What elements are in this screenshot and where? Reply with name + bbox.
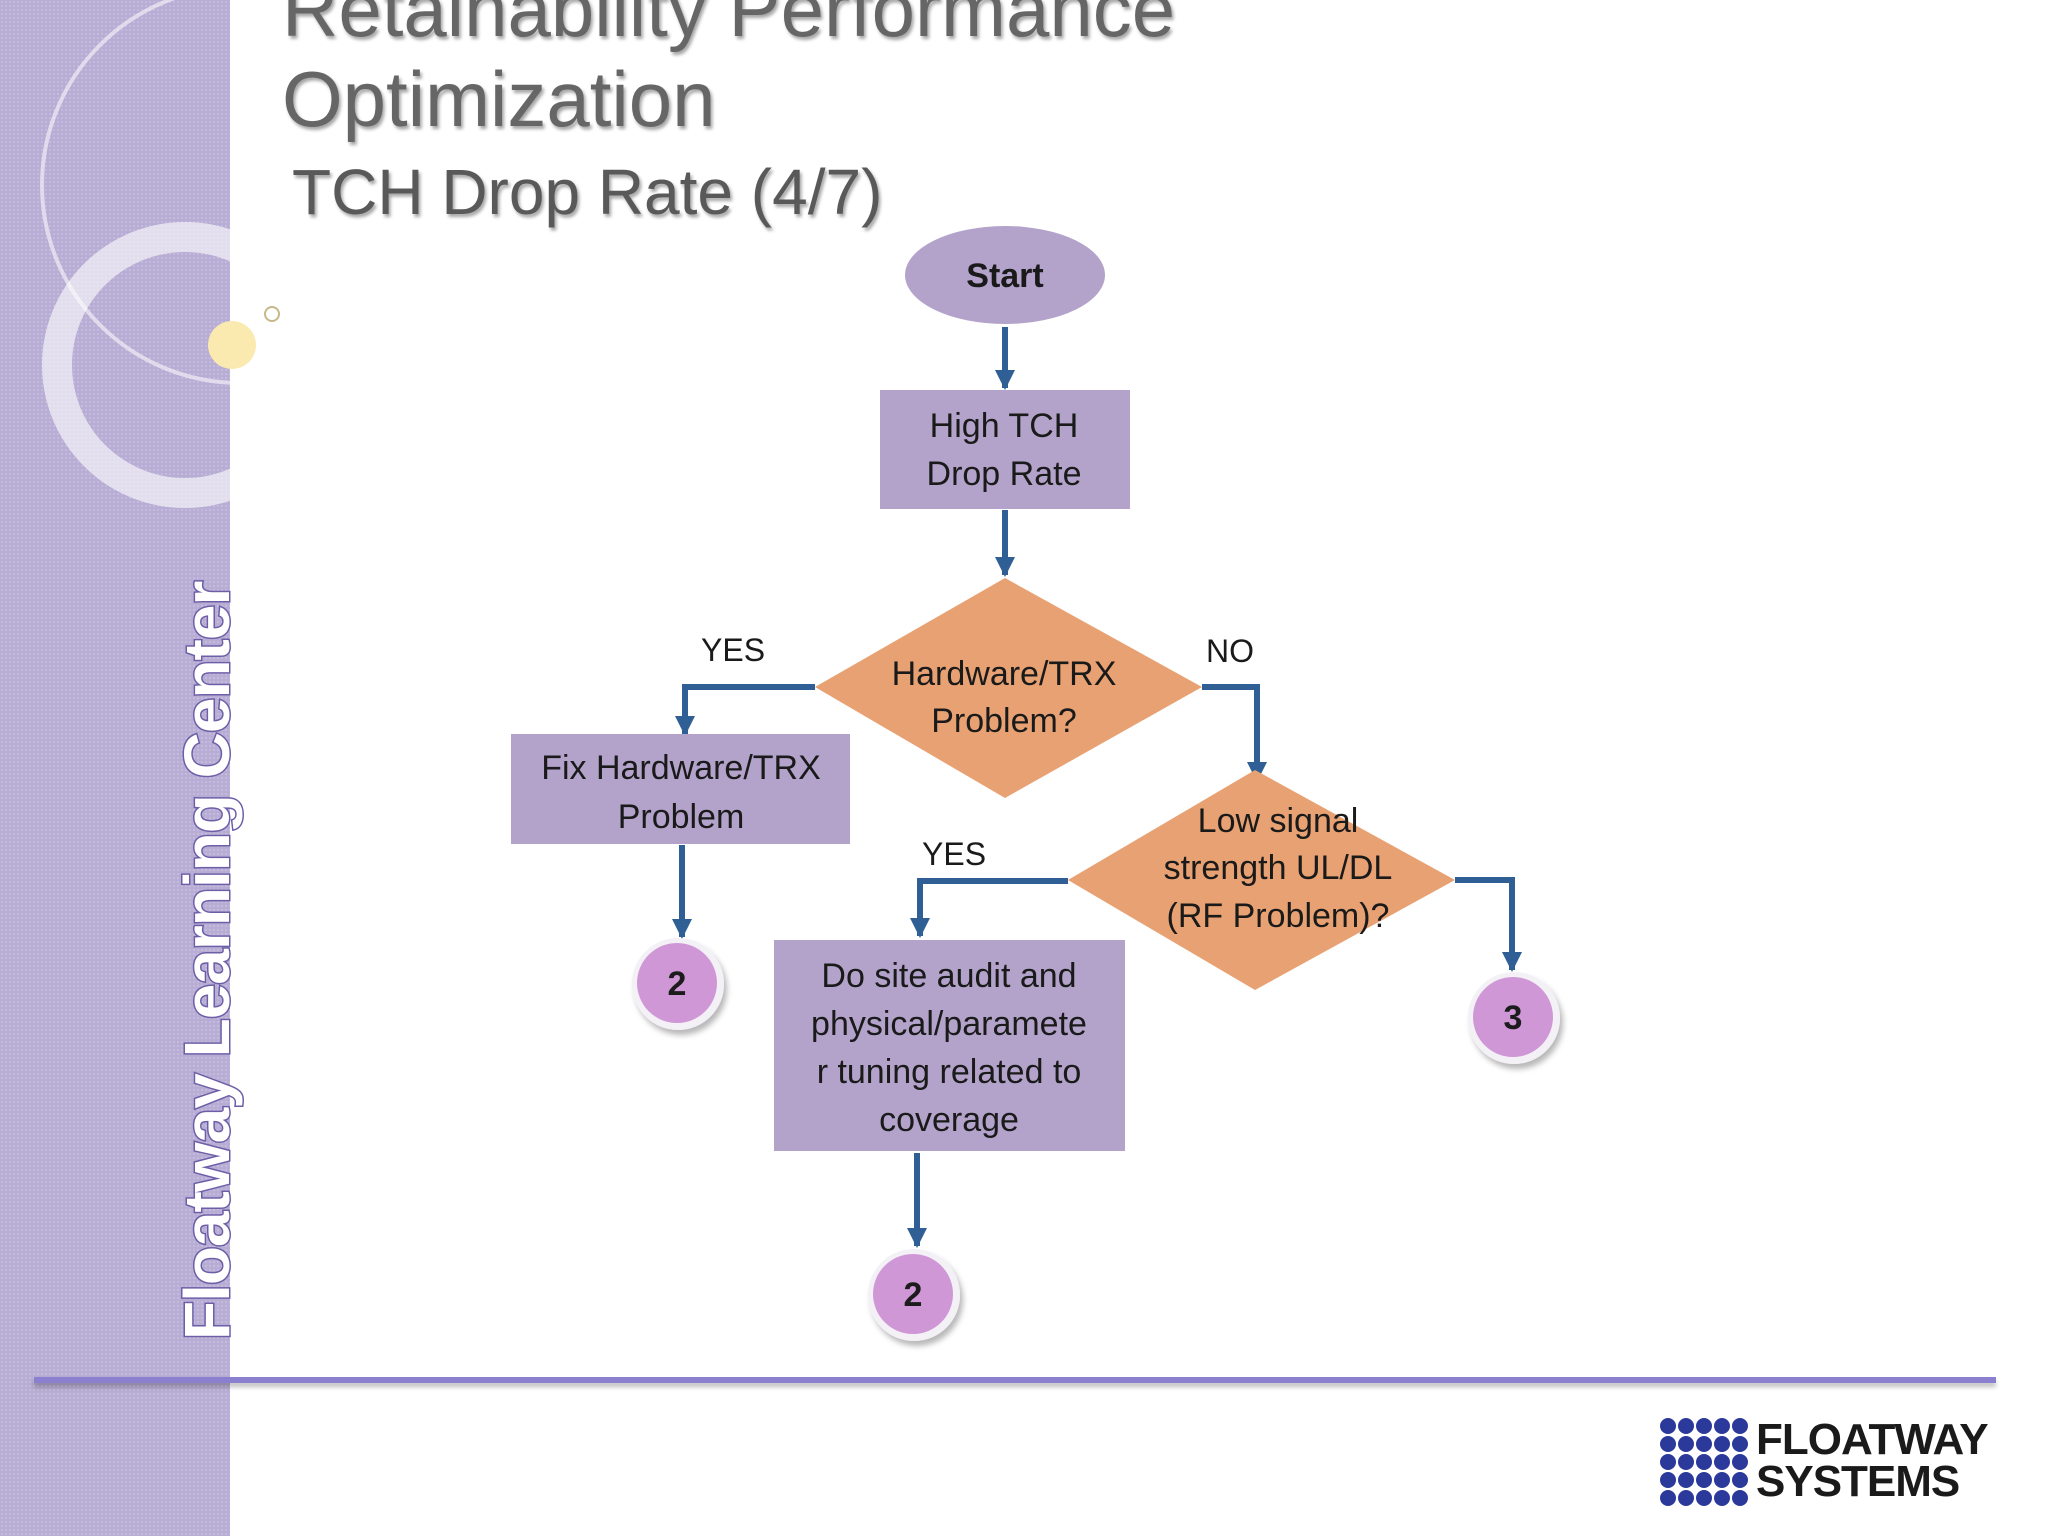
fix-hardware-line-1: Fix Hardware/TRX [541,749,821,787]
site-audit-line-1: Do site audit and [821,957,1076,995]
arrow-hw-no [1202,684,1267,782]
decor-yellow-dot [208,321,256,369]
fix-hardware-line-2: Problem [618,798,745,836]
logo-text-line-1: FLOATWAY [1756,1415,1989,1464]
slide-title-line-2: Optimization [282,55,716,143]
connector-hw-label: 2 [668,965,687,1003]
connector-hw: 2 [632,938,724,1030]
connector-no: 3 [1468,972,1560,1064]
logo-dots-icon [1660,1418,1748,1506]
site-audit-line-4: coverage [879,1101,1019,1139]
sidebar-decoration [40,0,300,508]
decision-hardware-line-1: Hardware/TRX [892,655,1117,693]
site-audit-line-2: physical/paramete [811,1005,1087,1043]
connector-no-label: 3 [1504,999,1523,1037]
connector-audit-label: 2 [904,1276,923,1314]
footer-divider [34,1377,1996,1383]
decision-rf-line-1: Low signal [1198,802,1359,840]
flow-arrows [672,327,1522,1248]
slide-subtitle: TCH Drop Rate (4/7) [292,156,883,228]
label-hw-yes: YES [701,632,765,668]
decor-large-ring [40,0,300,385]
label-rf-yes: YES [922,836,986,872]
arrow-rf-no [1455,877,1522,972]
decision-hardware: Hardware/TRX Problem? [815,578,1202,798]
start-node: Start [905,226,1105,324]
decor-thick-ring [42,222,300,508]
fix-hardware-box: Fix Hardware/TRX Problem [511,734,850,844]
site-audit-box: Do site audit and physical/paramete r tu… [774,940,1125,1151]
high-tch-line-2: Drop Rate [927,455,1082,493]
slide-title-line-1: Retainability Performance [282,0,1176,53]
arrow-hw-yes [675,684,815,736]
decision-rf-line-3: (RF Problem)? [1167,897,1390,935]
decor-small-ring [264,306,280,322]
decision-rf-line-2: strength UL/DL [1164,849,1393,887]
decision-rf: Low signal strength UL/DL (RF Problem)? [1068,770,1455,990]
logo-text-line-2: SYSTEMS [1756,1457,1960,1506]
high-tch-line-1: High TCH [930,407,1079,445]
site-audit-line-3: r tuning related to [817,1053,1082,1091]
decision-hardware-line-2: Problem? [931,702,1077,740]
high-tch-box: High TCH Drop Rate [880,390,1130,509]
floatway-logo: FLOATWAY SYSTEMS [1658,1412,1989,1512]
arrow-rf-yes [910,878,1068,938]
label-hw-no: NO [1206,633,1254,669]
start-label: Start [966,257,1043,295]
connector-audit: 2 [868,1249,960,1341]
